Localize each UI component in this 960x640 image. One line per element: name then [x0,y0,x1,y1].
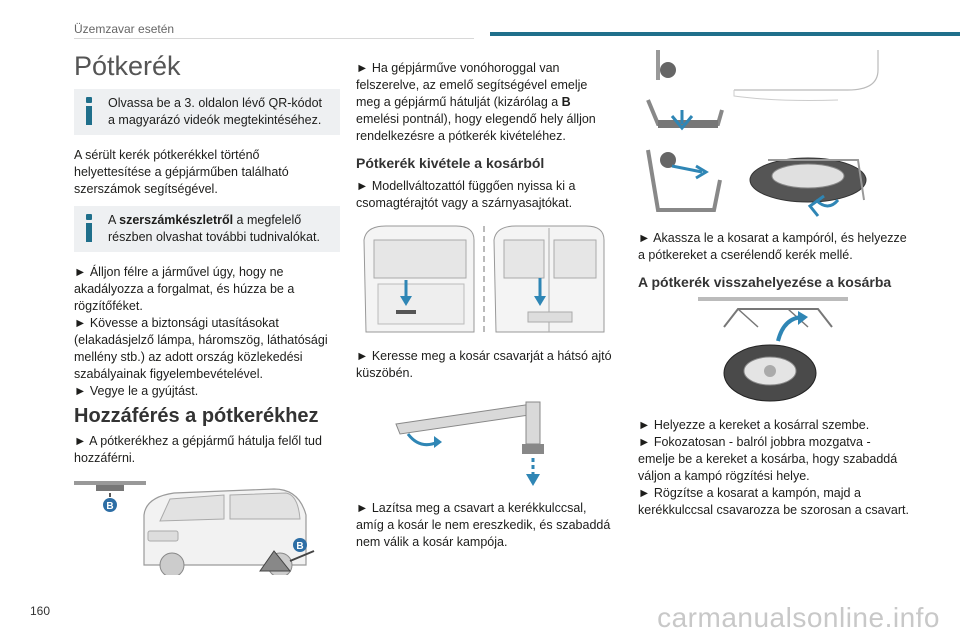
step-safety: ► Kövesse a biztonsági utasításokat (ela… [74,316,328,381]
intro-paragraph: A sérült kerék pótkerékkel történő helye… [74,148,289,196]
header-divider [74,38,474,39]
info-box-toolkit: A szerszámkészletről a megfelelő részben… [74,206,340,252]
badge-b-label: B [106,501,113,512]
page-title: Pótkerék [74,51,181,81]
wheel-basket-illustration [698,297,848,402]
column-3: ► Akassza le a kosarat a kampóról, és he… [638,50,910,527]
page-number: 160 [30,604,51,618]
section-access-title: Hozzáférés a pótkerékhez [74,405,319,427]
info-icon [86,214,92,242]
info-text-qr: Olvassa be a 3. oldalon lévő QR-kódot a … [108,96,323,127]
van-jack-illustration: B B [74,481,315,575]
step-secure-basket: ► Rögzítse a kosarat a kampón, majd a ke… [638,486,909,517]
step-unhook-basket: ► Akassza le a kosarat a kampóról, és he… [638,231,907,262]
step-lift-wheel: ► Fokozatosan - balról jobbra mozgatva -… [638,435,898,483]
step-face-basket: ► Helyezze a kereket a kosárral szembe. [638,418,870,432]
info-box-qr: Olvassa be a 3. oldalon lévő QR-kódot a … [74,89,340,135]
tow-hook-post: emelési pontnál), hogy elegendő hely áll… [356,112,596,143]
column-2: ► Ha gépjárműve vonóhoroggal van felszer… [356,50,614,559]
step-rear-access: ► A pótkerékhez a gépjármű hátulja felől… [74,434,322,465]
header-accent-bar [490,32,960,36]
step-open-doors: ► Modellváltozattól függően nyissa ki a … [356,179,576,210]
sub-return-title: A pótkerék visszahelyezése a kosárba [638,274,892,290]
info-pre: A [108,213,120,227]
toolkit-link: szerszámkészletről [119,213,234,227]
column-1: Pótkerék Olvassa be a 3. oldalon lévő QR… [74,50,340,585]
watermark: carmanualsonline.info [657,602,940,633]
badge-b-label: B [296,541,303,552]
wheel-wrench-illustration [395,401,544,486]
header-section-title: Üzemzavar esetén [74,22,175,36]
rear-doors-illustration [363,225,605,336]
badge-b-icon [103,498,117,512]
step-loosen-screw: ► Lazítsa meg a csavart a kerékkulccsal,… [356,501,611,549]
step-find-screw: ► Keresse meg a kosár csavarját a hátsó … [356,349,612,380]
basket-hook-illustration [646,50,879,217]
sub-remove-title: Pótkerék kivétele a kosárból [356,155,545,171]
lift-point-b: B [561,95,571,109]
info-icon [86,97,92,125]
step-park: ► Álljon félre a járművel úgy, hogy ne a… [74,265,295,313]
tow-hook-pre: ► Ha gépjárműve vonóhoroggal van felszer… [356,61,588,109]
info-post: a megfelelő részben olvashat további tud… [108,213,320,244]
tow-hook-paragraph: ► Ha gépjárműve vonóhoroggal van felszer… [356,60,614,145]
badge-b-icon [293,538,307,552]
step-ignition: ► Vegye le a gyújtást. [74,384,199,398]
